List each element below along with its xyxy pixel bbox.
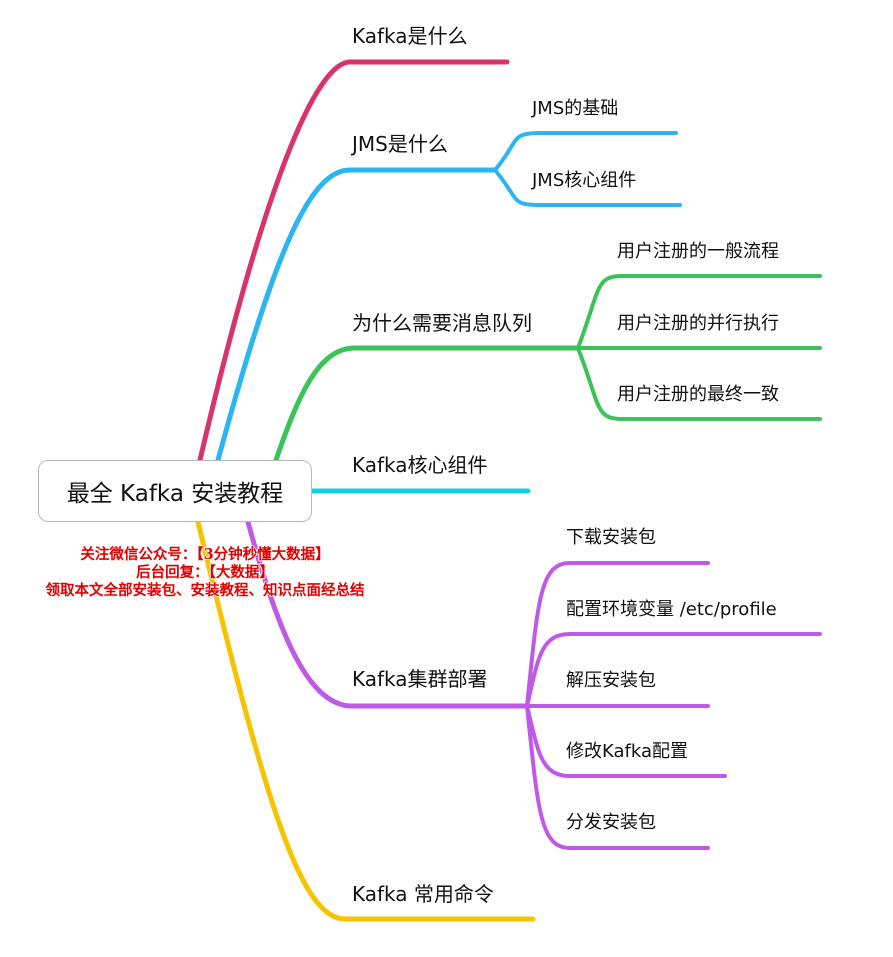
promo-line-2: 后台回复：【大数据】 (136, 564, 274, 581)
subtopic-mq-normal-flow[interactable]: 用户注册的一般流程 (617, 241, 779, 262)
connector-jms-what (215, 167, 498, 463)
connector-cluster-1 (525, 561, 710, 708)
connector-cluster-2 (525, 632, 822, 708)
connector-jms-core (493, 168, 682, 207)
connector-cluster-5 (525, 704, 710, 850)
topic-kafka-commands[interactable]: Kafka 常用命令 (352, 882, 494, 906)
connector-mq-3 (576, 346, 822, 421)
connector-commands (195, 519, 536, 922)
connector-why-mq (273, 345, 581, 463)
promo-line-1: 关注微信公众号：【3分钟秒懂大数据】 (80, 546, 330, 563)
topic-kafka-cluster[interactable]: Kafka集群部署 (352, 667, 488, 691)
connector-jms-basics (493, 131, 678, 172)
topic-why-mq[interactable]: 为什么需要消息队列 (352, 311, 532, 335)
promo-note: 关注微信公众号：【3分钟秒懂大数据】 后台回复：【大数据】 领取本文全部安装包、… (10, 546, 400, 600)
connector-mq-1 (576, 274, 822, 350)
central-topic-label: 最全 Kafka 安装教程 (66, 481, 284, 507)
connector-cluster-4 (525, 704, 727, 778)
subtopic-unzip-package[interactable]: 解压安装包 (566, 670, 656, 691)
subtopic-download-package[interactable]: 下载安装包 (566, 527, 656, 548)
subtopic-jms-core[interactable]: JMS核心组件 (532, 170, 637, 191)
subtopic-jms-basics[interactable]: JMS的基础 (532, 98, 619, 119)
central-topic[interactable]: 最全 Kafka 安装教程 (38, 460, 312, 522)
connector-kafka-what (197, 59, 510, 463)
subtopic-distribute-package[interactable]: 分发安装包 (566, 812, 656, 833)
promo-line-3: 领取本文全部安装包、安装教程、知识点面经总结 (45, 582, 365, 599)
connector-cluster (245, 519, 530, 709)
subtopic-mq-parallel[interactable]: 用户注册的并行执行 (617, 313, 779, 334)
subtopic-env-config[interactable]: 配置环境变量 /etc/profile (566, 599, 777, 620)
topic-kafka-core[interactable]: Kafka核心组件 (352, 453, 488, 477)
subtopic-mq-eventual[interactable]: 用户注册的最终一致 (617, 384, 779, 405)
topic-jms-what[interactable]: JMS是什么 (352, 132, 448, 156)
subtopic-edit-config[interactable]: 修改Kafka配置 (566, 741, 688, 762)
topic-kafka-what[interactable]: Kafka是什么 (352, 24, 468, 48)
